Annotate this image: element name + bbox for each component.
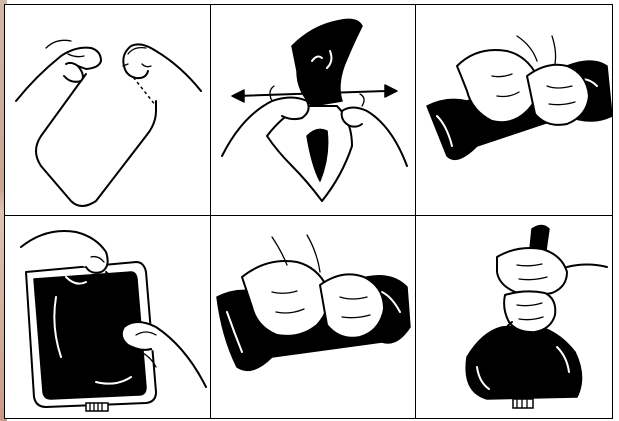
bag-with-connector-icon xyxy=(6,217,209,418)
tear-notch-icon xyxy=(6,6,209,214)
step-1-panel xyxy=(6,6,209,214)
column-divider-1 xyxy=(210,4,211,419)
step-2-panel xyxy=(212,6,414,214)
column-divider-2 xyxy=(415,4,416,419)
step-5-panel xyxy=(212,217,414,418)
knead-bag-icon xyxy=(212,217,414,418)
squeeze-bag-icon xyxy=(417,217,612,418)
step-3-panel xyxy=(417,6,612,214)
row-divider xyxy=(4,215,613,216)
knead-pouch-icon xyxy=(417,6,612,214)
pull-open-pouch-icon xyxy=(212,6,414,214)
step-4-panel xyxy=(6,217,209,418)
step-6-panel xyxy=(417,217,612,418)
